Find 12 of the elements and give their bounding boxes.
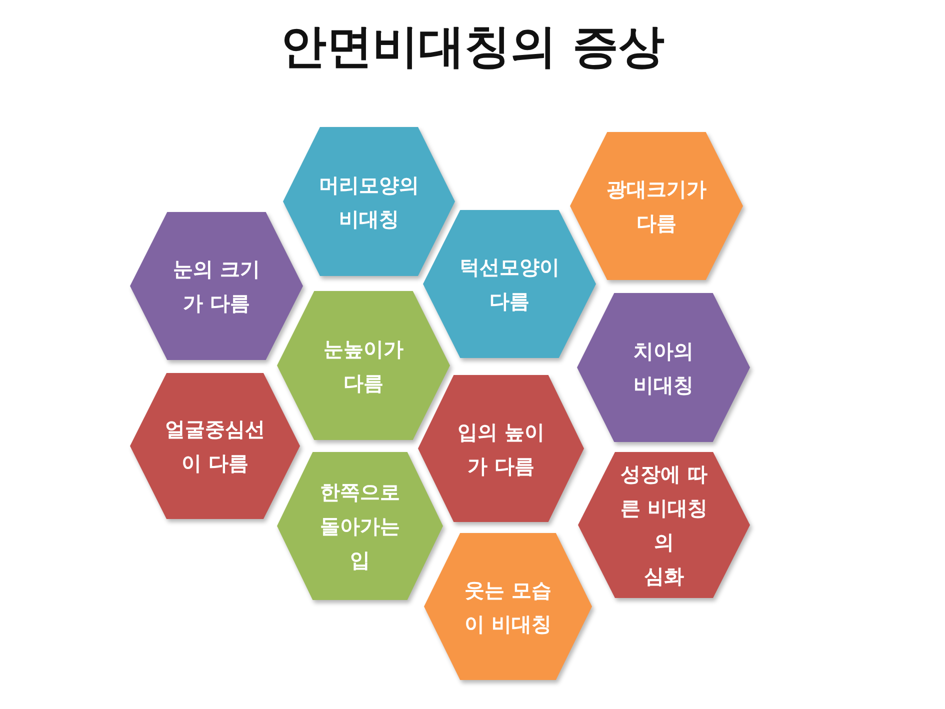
symptom-text: 한쪽으로 돌아가는 입 xyxy=(320,479,400,574)
symptom-text: 머리모양의 비대칭 xyxy=(319,172,419,232)
symptom-text: 얼굴중심선 이 다름 xyxy=(165,416,265,477)
symptom-text: 성장에 따 른 비대칭 의 심화 xyxy=(620,461,708,590)
symptom-text: 턱선모양이 다름 xyxy=(460,254,560,315)
symptom-text: 눈의 크기 가 다름 xyxy=(173,256,260,317)
symptom-text: 치아의 비대칭 xyxy=(634,338,694,398)
symptom-text: 광대크기가 다름 xyxy=(606,176,706,237)
symptom-text: 입의 높이 가 다름 xyxy=(458,418,544,480)
symptom-text: 눈높이가 다름 xyxy=(324,336,404,396)
symptom-text: 웃는 모습 이 비대칭 xyxy=(464,576,552,638)
title: 안면비대칭의 증상 xyxy=(279,18,666,75)
